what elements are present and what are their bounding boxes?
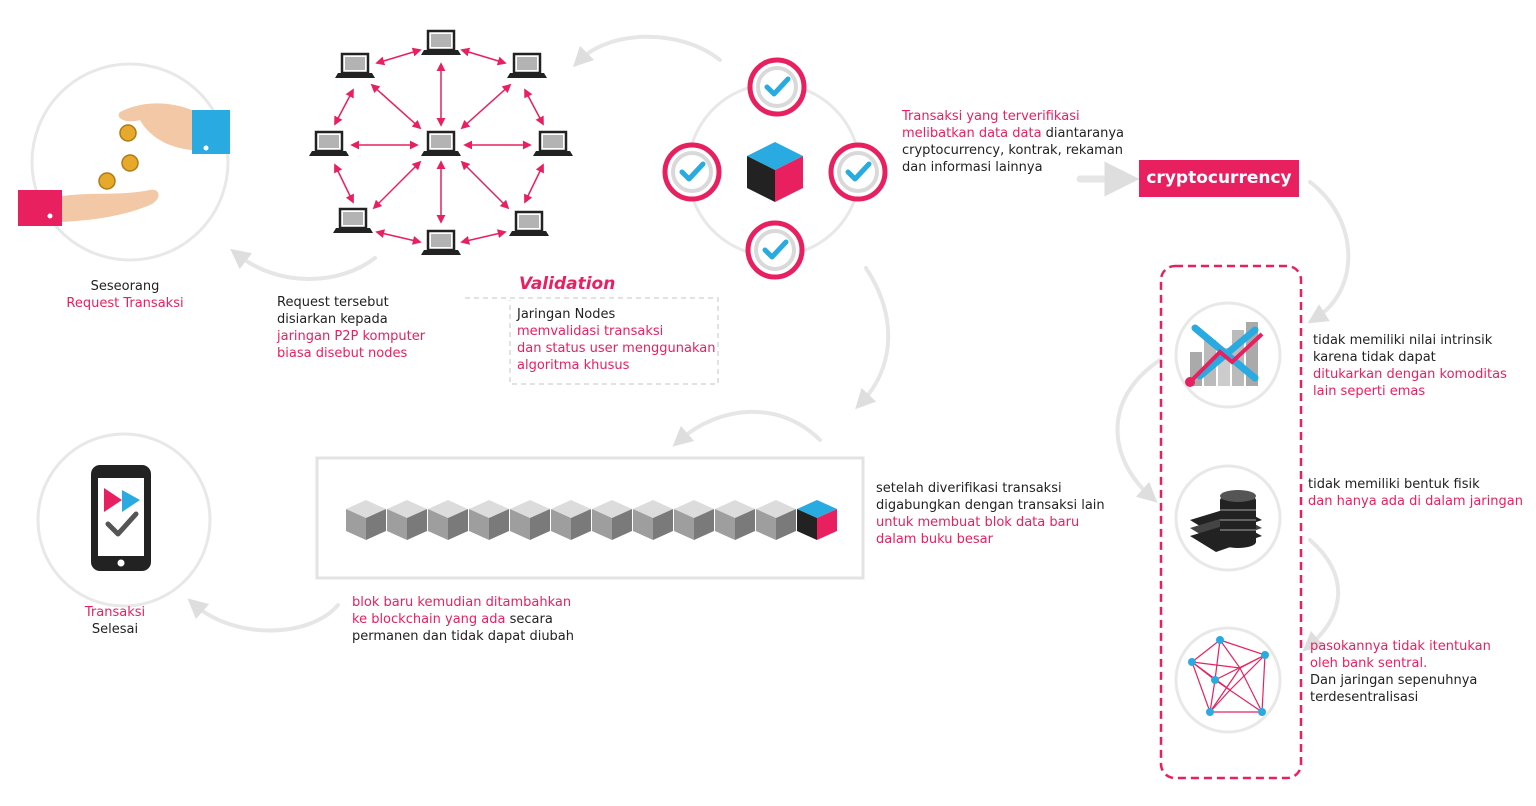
check-icon	[748, 223, 802, 277]
feature3-text: pasokannya tidak itentukan oleh bank sen…	[1310, 638, 1491, 706]
broadcast-line2: disiarkan kepada	[277, 312, 388, 327]
verified-line1: Transaksi yang terverifikasi	[902, 109, 1080, 124]
feature2-line1: tidak memiliki bentuk fisik	[1308, 477, 1480, 492]
check-icon	[831, 145, 885, 199]
feature1-line1: tidak memiliki nilai intrinsik	[1313, 333, 1493, 348]
verified-line3: cryptocurrency, kontrak, rekaman	[902, 143, 1124, 158]
request-line1: Seseorang	[90, 279, 160, 294]
request-text: Seseorang Request Transaksi	[60, 278, 190, 312]
added-text: blok baru kemudian ditambahkan ke blockc…	[352, 594, 574, 645]
combined-text: setelah diverifikasi transaksi digabungk…	[876, 480, 1105, 548]
validation-line1: Jaringan Nodes	[517, 307, 616, 322]
added-line2a: ke blockchain yang ada	[352, 612, 506, 627]
validation-line3: dan status user menggunakan	[517, 341, 716, 356]
added-line3: permanen dan tidak dapat diubah	[352, 629, 575, 644]
added-line1: blok baru kemudian ditambahkan	[352, 595, 572, 610]
added-line2b: secara	[505, 612, 553, 627]
check-icon	[750, 60, 804, 114]
feature3-line2: oleh bank sentral.	[1310, 656, 1428, 671]
combined-line4: dalam buku besar	[876, 532, 993, 547]
done-text: Transaksi Selesai	[75, 604, 155, 638]
feature1-line2: karena tidak dapat	[1313, 350, 1436, 365]
validation-text: Jaringan Nodes memvalidasi transaksi dan…	[517, 306, 716, 374]
check-icon	[665, 145, 719, 199]
broadcast-line3: jaringan P2P komputer	[277, 329, 426, 344]
broadcast-line1: Request tersebut	[277, 295, 389, 310]
verified-line2a: melibatkan data data	[902, 126, 1042, 141]
request-line2: Request Transaksi	[66, 296, 184, 311]
validation-graphic	[665, 60, 885, 277]
verified-line2b: diantaranya	[1041, 126, 1125, 141]
flow-arrows	[187, 34, 1351, 652]
validation-title: Validation	[519, 274, 616, 294]
combined-line2: digabungkan dengan transaksi lain	[876, 498, 1105, 513]
coin-hand-icon	[18, 62, 230, 262]
feature1-line4: lain seperti emas	[1313, 384, 1426, 399]
cube-icon	[747, 142, 803, 202]
feature1-line3: ditukarkan dengan komoditas	[1313, 367, 1507, 382]
p2p-network	[334, 47, 544, 245]
feature3-line3: Dan jaringan sepenuhnya	[1310, 673, 1478, 688]
validation-line2: memvalidasi transaksi	[517, 324, 664, 339]
phone-icon	[36, 432, 212, 608]
verified-text: Transaksi yang terverifikasi melibatkan …	[902, 108, 1124, 176]
done-line1: Transaksi	[84, 605, 146, 620]
blockchain-panel	[315, 456, 865, 580]
validation-line4: algoritma khusus	[517, 358, 630, 373]
combined-line1: setelah diverifikasi transaksi	[876, 481, 1062, 496]
cryptocurrency-label: cryptocurrency	[1139, 160, 1299, 197]
chart-icon	[1174, 301, 1282, 409]
coin-stack-icon	[1174, 464, 1282, 572]
broadcast-line4: biasa disebut nodes	[277, 346, 408, 361]
network-icon	[1174, 626, 1282, 734]
features-frame	[1159, 264, 1303, 780]
feature1-text: tidak memiliki nilai intrinsik karena ti…	[1313, 332, 1507, 400]
feature3-line1: pasokannya tidak itentukan	[1310, 639, 1491, 654]
cube-icon	[797, 500, 837, 540]
broadcast-text: Request tersebut disiarkan kepada jaring…	[277, 294, 425, 362]
feature2-text: tidak memiliki bentuk fisik dan hanya ad…	[1308, 476, 1523, 510]
feature3-line4: terdesentralisasi	[1310, 690, 1419, 705]
feature2-line2: dan hanya ada di dalam jaringan	[1308, 494, 1523, 509]
combined-line3: untuk membuat blok data baru	[876, 515, 1080, 530]
done-line2: Selesai	[91, 622, 139, 637]
verified-line4: dan informasi lainnya	[902, 160, 1043, 175]
